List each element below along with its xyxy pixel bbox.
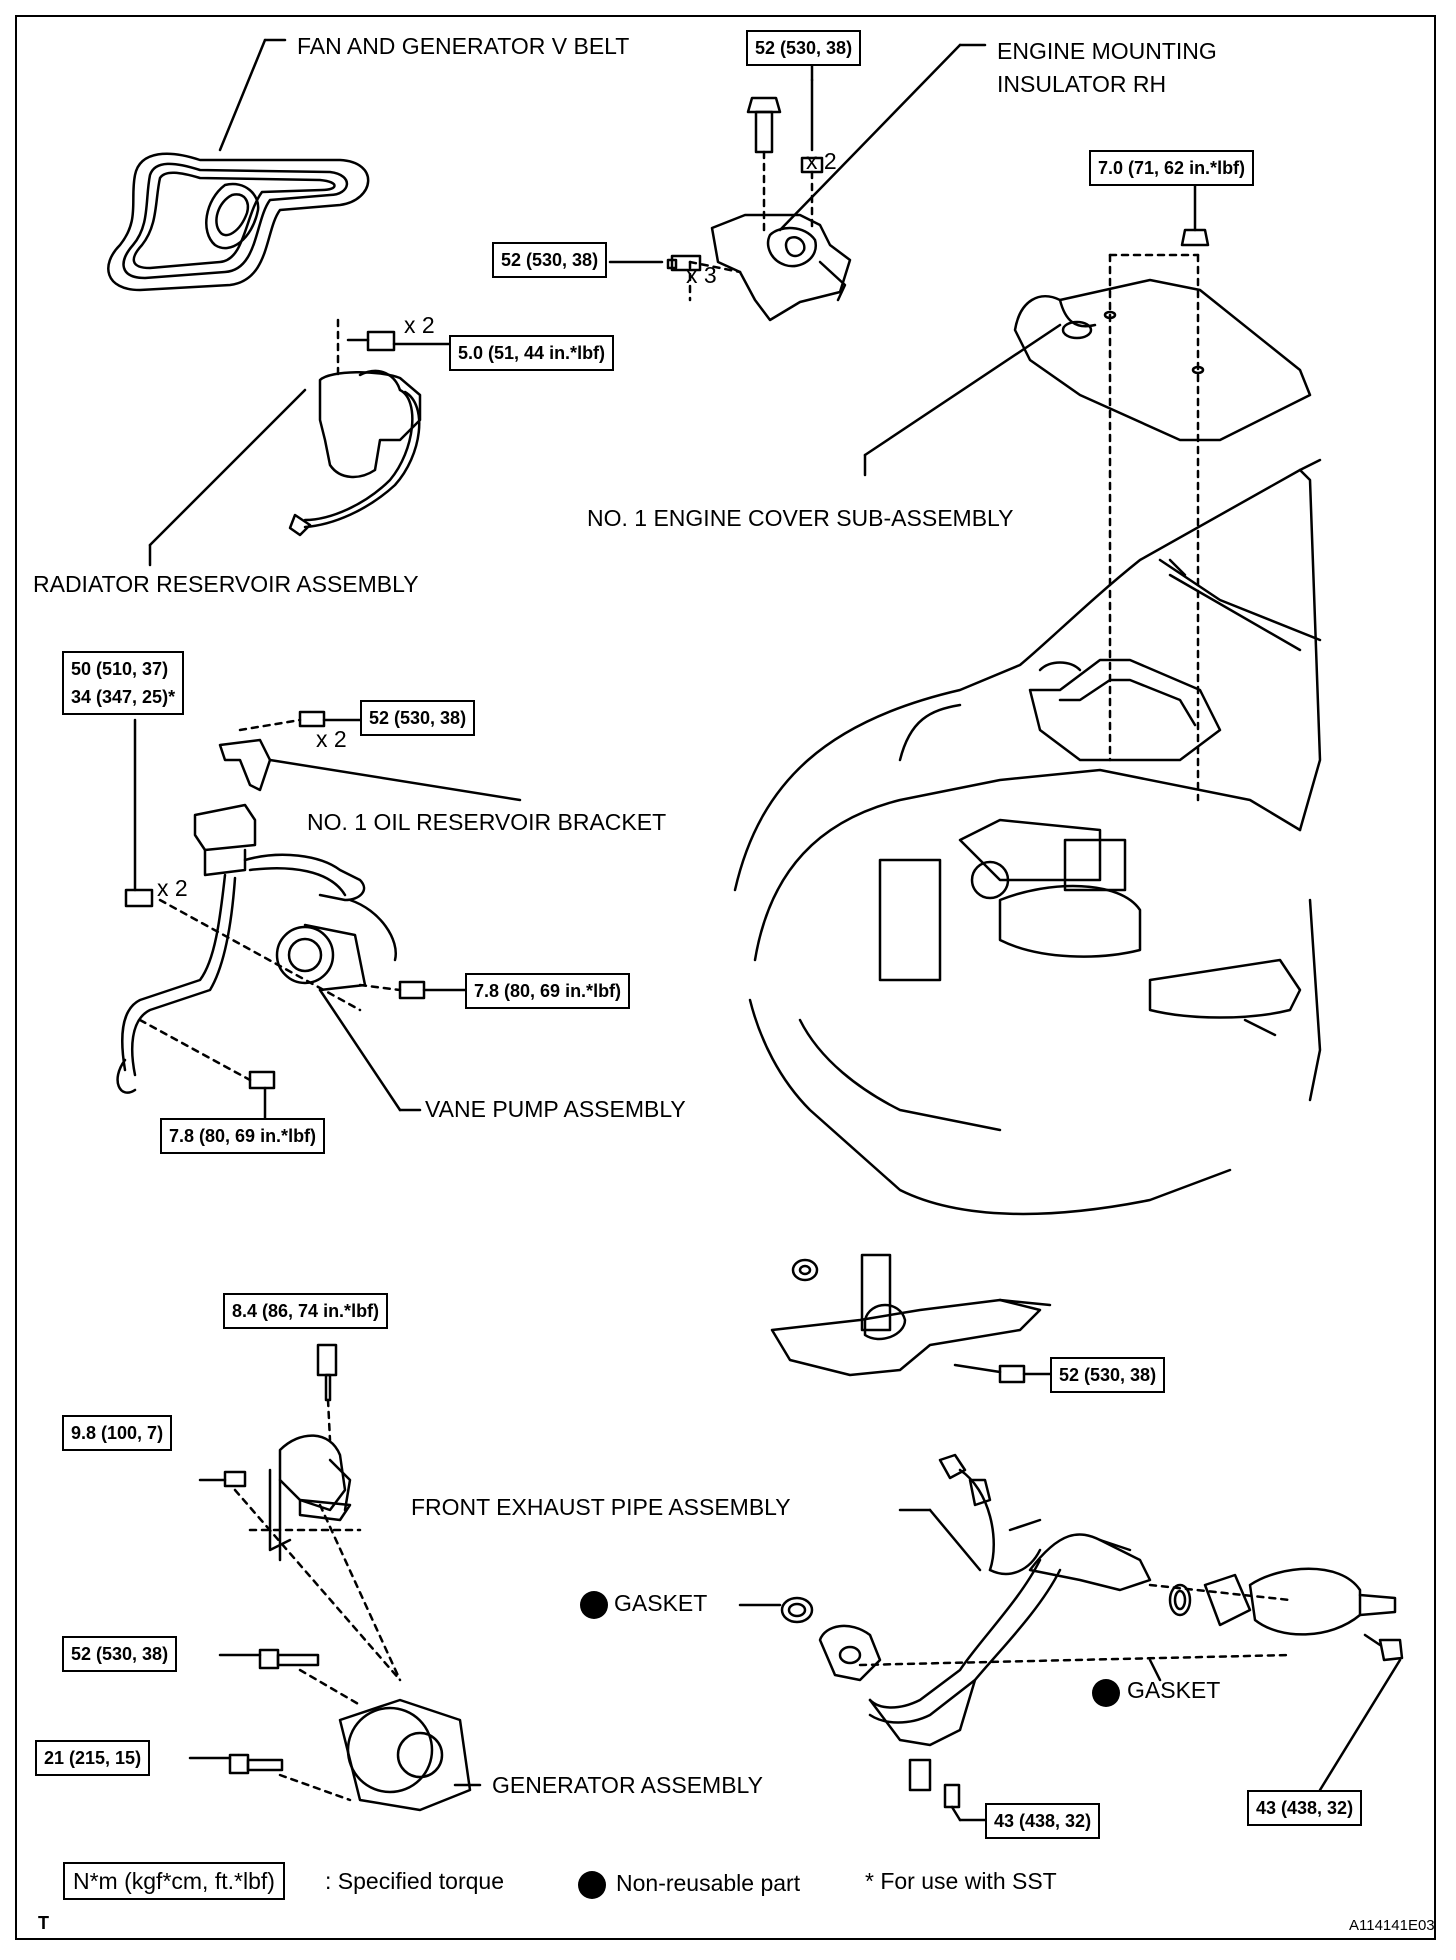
figure-id: A114141E03 xyxy=(1349,1917,1435,1934)
legend-unit-desc: : Specified torque xyxy=(325,1868,505,1894)
torque-bracket: 52 (530, 38) xyxy=(360,700,476,736)
torque-pump-right: 7.8 (80, 69 in.*lbf) xyxy=(465,973,631,1009)
radiator-reservoir-drawing xyxy=(148,318,452,567)
v-belt-drawing xyxy=(107,38,370,292)
vane-pump-drawing xyxy=(116,710,522,1122)
bracket-multiplier: x 2 xyxy=(316,726,347,752)
legend-sst: * For use with SST xyxy=(865,1868,1057,1894)
legend-nonreusable-text: Non-reusable part xyxy=(616,1870,801,1896)
gasket-right-label: GASKET xyxy=(1127,1677,1221,1703)
legend-unit-box: N*m (kgf*cm, ft.*lbf) xyxy=(63,1862,285,1900)
torque-exhaust-right: 43 (438, 32) xyxy=(1247,1790,1363,1826)
oil-reservoir-bracket-label: NO. 1 OIL RESERVOIR BRACKET xyxy=(307,809,667,835)
vane-pump-label: VANE PUMP ASSEMBLY xyxy=(425,1096,686,1122)
torque-pump-bottom: 7.8 (80, 69 in.*lbf) xyxy=(160,1118,326,1154)
torque-pump-bolt-a: 50 (510, 37) xyxy=(71,659,169,679)
gasket-left-label: GASKET xyxy=(614,1590,708,1616)
engine-cover-drawing xyxy=(863,183,1312,802)
torque-mount-top: 52 (530, 38) xyxy=(746,30,862,66)
torque-gen-bolt-b: 21 (215, 15) xyxy=(35,1740,151,1776)
legend-nonreusable: Non-reusable part xyxy=(578,1868,800,1899)
torque-engine-cover: 7.0 (71, 62 in.*lbf) xyxy=(1089,150,1255,186)
engine-mount-drawing xyxy=(608,43,987,322)
reservoir-multiplier: x 2 xyxy=(404,312,435,338)
torque-subframe: 52 (530, 38) xyxy=(1050,1357,1166,1393)
engine-mount-label-line2: INSULATOR RH xyxy=(997,71,1167,97)
torque-mount-side: 52 (530, 38) xyxy=(492,242,608,278)
engine-cover-label: NO. 1 ENGINE COVER SUB-ASSEMBLY xyxy=(587,505,1014,531)
torque-gen-top: 8.4 (86, 74 in.*lbf) xyxy=(223,1293,389,1329)
exhaust-pipe-drawing xyxy=(738,1453,1404,1822)
torque-exhaust-mid: 43 (438, 32) xyxy=(985,1803,1101,1839)
fan-belt-label: FAN AND GENERATOR V BELT xyxy=(297,33,630,59)
mount-bolt-multiplier: x 3 xyxy=(686,262,717,288)
torque-pump-bolt: 50 (510, 37) 34 (347, 25)* xyxy=(62,651,185,715)
torque-gen-nut: 9.8 (100, 7) xyxy=(62,1415,173,1451)
front-exhaust-pipe-label: FRONT EXHAUST PIPE ASSEMBLY xyxy=(411,1494,791,1520)
radiator-reservoir-label: RADIATOR RESERVOIR ASSEMBLY xyxy=(33,571,419,597)
torque-gen-bolt-a: 52 (530, 38) xyxy=(62,1636,178,1672)
subframe-drawing xyxy=(770,1253,1052,1384)
diagram-frame xyxy=(15,15,1436,1940)
engine-mount-label-line1: ENGINE MOUNTING xyxy=(997,38,1217,64)
generator-label: GENERATOR ASSEMBLY xyxy=(492,1772,763,1798)
corner-letter: T xyxy=(38,1913,49,1933)
torque-pump-bolt-b: 34 (347, 25)* xyxy=(71,687,176,707)
vehicle-outline-drawing xyxy=(733,458,1322,1216)
torque-reservoir: 5.0 (51, 44 in.*lbf) xyxy=(449,335,615,371)
generator-drawing xyxy=(188,1343,482,1812)
mount-nut-multiplier: x 2 xyxy=(806,148,837,174)
nonreusable-dot-icon xyxy=(578,1870,606,1899)
gasket-left-dot xyxy=(580,1591,608,1619)
pump-multiplier: x 2 xyxy=(157,875,188,901)
gasket-right-dot xyxy=(1092,1679,1120,1707)
